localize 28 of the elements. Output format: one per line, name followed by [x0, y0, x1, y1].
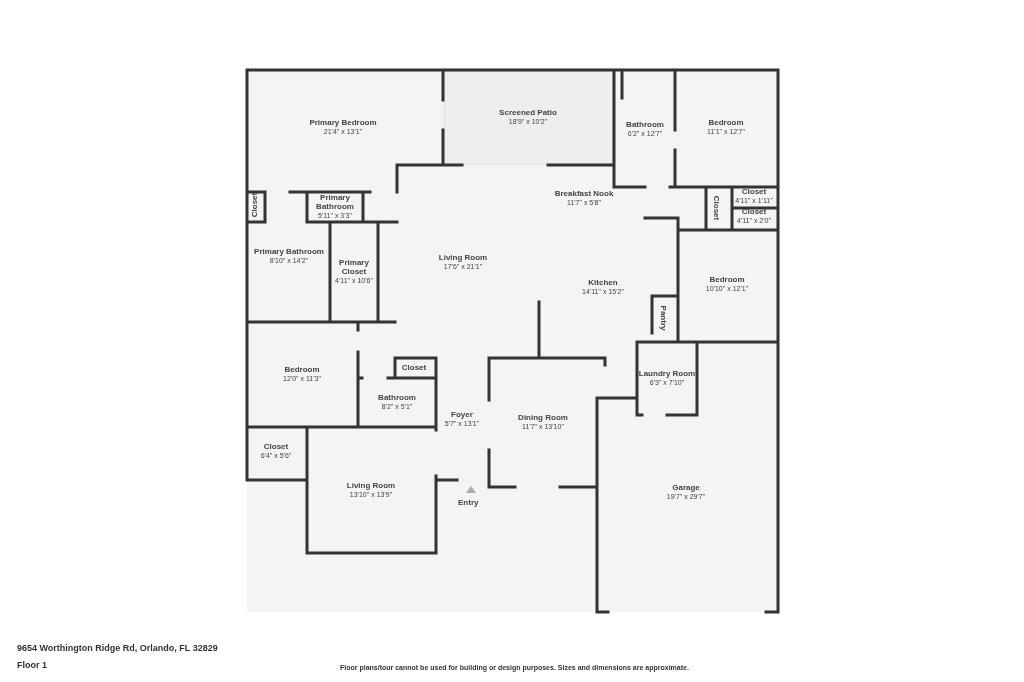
floor-label: Floor 1 — [17, 659, 47, 672]
room-name: Primary Bedroom — [309, 118, 377, 128]
room-name: Primary Bathroom — [254, 247, 324, 257]
room-name: Closet — [401, 363, 427, 373]
room-name: Closet — [250, 192, 260, 218]
room-name: Laundry Room — [638, 369, 696, 379]
room-name: Primary Bathroom — [315, 194, 355, 212]
room-name: Pantry — [658, 305, 668, 331]
room-name: Closet — [741, 187, 767, 197]
room-name: Garage — [672, 483, 700, 493]
room-name: Bathroom — [378, 393, 416, 403]
room-name: Bedroom — [709, 275, 745, 285]
room-name: Living Room — [438, 253, 488, 263]
room-name: Closet — [741, 207, 767, 217]
entry-label: Entry — [458, 497, 479, 509]
room-name: Screened Patio — [499, 108, 557, 118]
room-name: Dining Room — [518, 413, 568, 423]
room-name: Closet — [711, 195, 721, 221]
room-name: Closet — [263, 442, 289, 452]
room-name: Living Room — [346, 481, 396, 491]
room-name: Breakfast Nook — [554, 189, 614, 199]
room-name: Bedroom — [284, 365, 320, 375]
room-name: Bedroom — [708, 118, 744, 128]
room-name: Kitchen — [588, 278, 618, 288]
address-text: 9654 Worthington Ridge Rd, Orlando, FL 32829 — [17, 642, 218, 655]
room-name: Primary Closet — [338, 259, 370, 277]
room-name: Bathroom — [626, 120, 664, 130]
room-name: Foyer — [451, 410, 473, 420]
